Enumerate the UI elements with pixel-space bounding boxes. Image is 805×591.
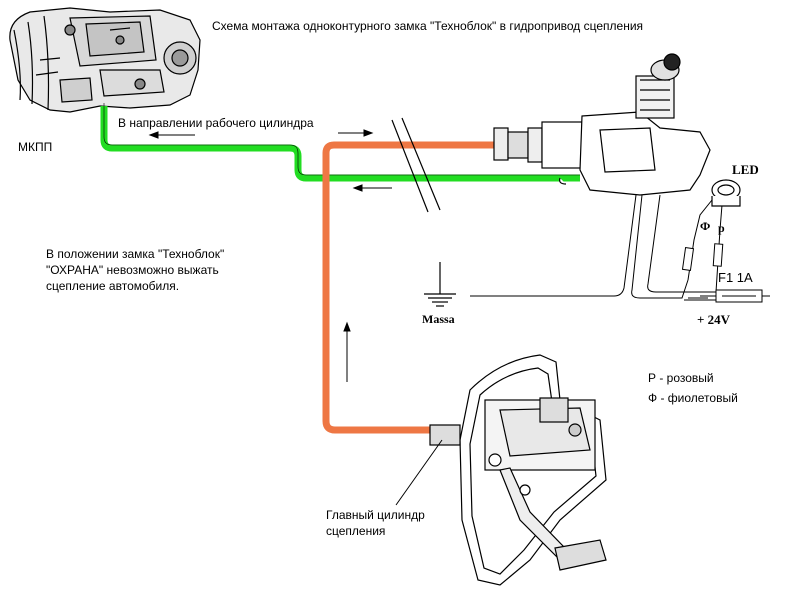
pedal-assembly-illustration [429,354,607,586]
wire-p-label: р [718,221,725,235]
note-line-3: сцепление автомобиля. [46,279,180,293]
note-line-2: "ОХРАНА" невозможно выжать [46,263,219,277]
wire-connectors [681,243,724,272]
master-cylinder-label-2: сцепления [326,524,386,538]
power-label: + 24V [697,312,731,327]
fuse-label: F1 1A [718,270,753,285]
electrical-wires [470,194,723,301]
green-hydraulic-line [100,106,580,182]
fuse-illustration [700,289,770,303]
legend-pink: Р - розовый [648,371,714,385]
note-line-1: В положении замка "Техноблок" [46,247,225,261]
master-cylinder-pointer [395,439,443,506]
gearbox-illustration [9,7,201,113]
gearbox-label: МКПП [18,140,53,154]
led-indicator-illustration [711,179,741,207]
wire-f-label: Ф [700,219,711,233]
cut-marks [391,117,441,213]
direction-label: В направлении рабочего цилиндра [118,116,314,130]
diagram-title: Схема монтажа одноконтурного замка "Техн… [212,19,644,33]
master-cylinder-label-1: Главный цилиндр [326,508,425,522]
flow-arrows [148,129,392,382]
led-label: LED [732,162,759,177]
lock-unit-illustration [493,53,711,196]
legend-violet: Ф - фиолетовый [648,391,738,405]
ground-symbol [424,262,456,307]
ground-label: Massa [422,312,455,326]
orange-hydraulic-line [322,141,500,434]
